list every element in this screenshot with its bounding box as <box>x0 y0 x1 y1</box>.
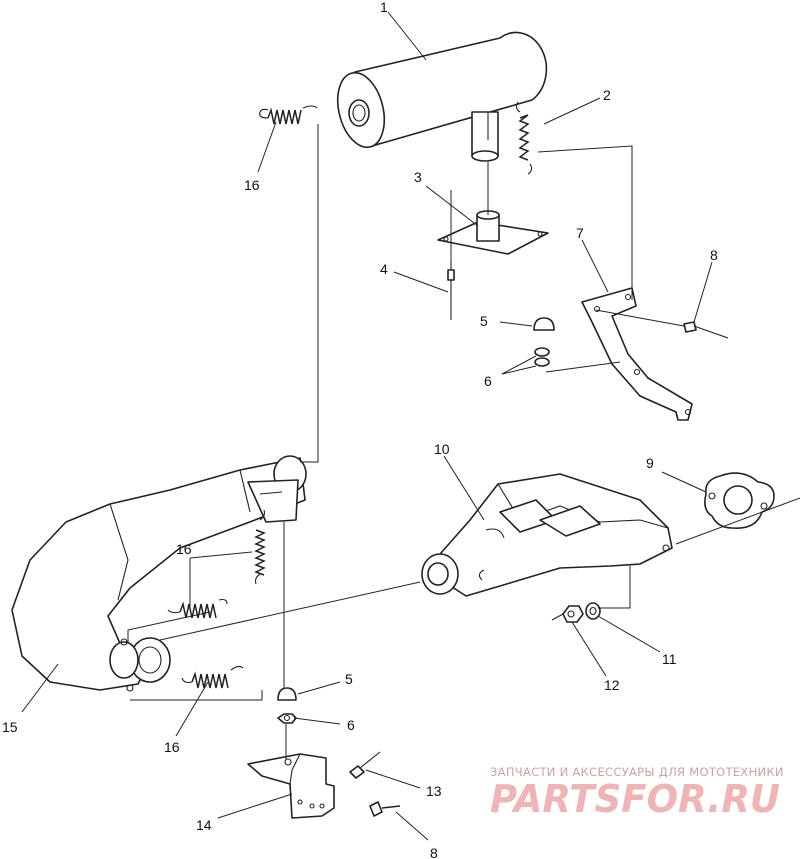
watermark-logo: PARTSFOR.RU <box>490 777 780 821</box>
spring-part-16-middle <box>167 598 228 619</box>
bolt-part-8-lower <box>369 801 401 817</box>
label-part-6-upper: 6 <box>484 373 492 389</box>
label-part-16-top: 16 <box>244 177 260 193</box>
label-part-3: 3 <box>414 169 422 185</box>
label-part-11: 11 <box>662 651 677 667</box>
washer-part-11 <box>585 602 601 620</box>
gasket-part-9 <box>704 472 775 529</box>
spring-part-16-lower <box>181 665 244 689</box>
nut-part-12 <box>562 605 584 623</box>
label-part-2: 2 <box>603 87 611 103</box>
label-part-9: 9 <box>646 455 654 471</box>
label-part-4: 4 <box>380 261 388 277</box>
label-part-12: 12 <box>604 677 620 693</box>
label-part-5-lower: 5 <box>345 671 353 687</box>
washers-part-6-upper <box>534 347 550 367</box>
expansion-chamber-part-15 <box>11 455 307 692</box>
watermark: ЗАПЧАСТИ И АКСЕССУАРЫ ДЛЯ МОТОТЕХНИКИ PA… <box>490 765 784 821</box>
spring-part-16-vertical <box>254 509 266 585</box>
bracket-part-7 <box>581 287 693 421</box>
label-part-6-lower: 6 <box>347 717 355 733</box>
washers-part-6-lower <box>277 713 297 724</box>
mount-plate-part-3 <box>437 210 549 255</box>
label-part-15: 15 <box>2 719 18 735</box>
watermark-caption: ЗАПЧАСТИ И АКСЕССУАРЫ ДЛЯ МОТОТЕХНИКИ <box>490 765 784 779</box>
bumper-part-5-lower <box>277 687 297 701</box>
label-part-10: 10 <box>434 441 450 457</box>
label-part-8-upper: 8 <box>710 247 718 263</box>
label-part-13: 13 <box>426 783 442 799</box>
bumper-part-5-upper <box>533 317 555 331</box>
label-part-14: 14 <box>196 817 212 833</box>
probe-part-13 <box>349 751 381 779</box>
label-part-8-lower: 8 <box>430 845 438 859</box>
bolt-part-8-upper <box>683 321 729 339</box>
muffler-part-1 <box>336 31 548 162</box>
y-pipe-part-10 <box>421 473 673 597</box>
label-part-16-lower: 16 <box>164 739 180 755</box>
part-number-labels: 1 2 3 4 5 6 7 8 9 10 11 12 13 14 15 16 1… <box>2 0 718 859</box>
label-part-5-upper: 5 <box>480 313 488 329</box>
label-part-16-middle: 16 <box>176 541 192 557</box>
assembly-lines <box>127 124 800 760</box>
label-part-7: 7 <box>576 225 584 241</box>
spring-part-16-top <box>259 105 318 125</box>
probe-part-4 <box>447 262 455 320</box>
label-part-1: 1 <box>380 0 388 15</box>
spring-part-2 <box>515 101 533 175</box>
bracket-part-14 <box>247 753 335 819</box>
callout-pointers <box>21 11 713 841</box>
